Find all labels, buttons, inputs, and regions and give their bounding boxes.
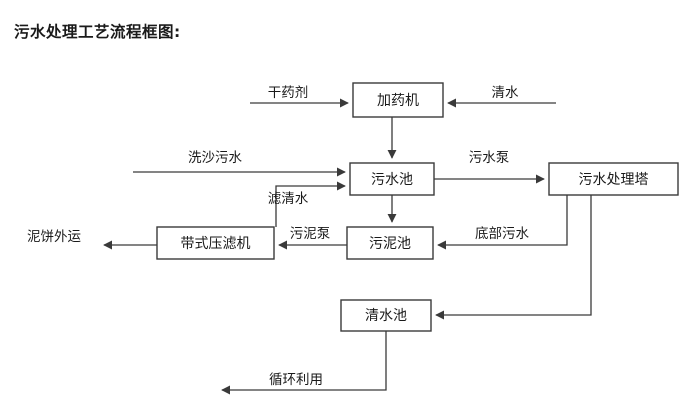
edge-label-recycle-use: 循环利用 bbox=[269, 372, 323, 388]
edge-treatment-tower-to-clear-water-pool bbox=[435, 195, 592, 320]
node-label-dosing-machine: 加药机 bbox=[377, 93, 419, 109]
node-label-wastewater-pool: 污水池 bbox=[371, 172, 413, 188]
page-title: 污水处理工艺流程框图: bbox=[14, 23, 181, 41]
terminal-label-mud-cake-out: 泥饼外运 bbox=[27, 229, 81, 245]
node-label-clear-water-pool: 清水池 bbox=[365, 308, 407, 324]
node-label-treatment-tower: 污水处理塔 bbox=[579, 172, 649, 188]
node-dosing-machine[interactable]: 加药机 bbox=[352, 82, 444, 118]
node-belt-filter-press[interactable]: 带式压滤机 bbox=[156, 226, 275, 260]
node-treatment-tower[interactable]: 污水处理塔 bbox=[548, 162, 679, 196]
edge-label-clean-water: 清水 bbox=[492, 85, 520, 101]
edge-clear-water-pool-to-recycle-use bbox=[221, 331, 387, 395]
edge-filtrate-water-to-wastewater-pool bbox=[275, 181, 346, 227]
node-label-sludge-pool: 污泥池 bbox=[369, 236, 411, 252]
edge-label-bottom-sewage: 底部污水 bbox=[475, 226, 529, 242]
node-wastewater-pool[interactable]: 污水池 bbox=[349, 162, 435, 196]
edge-label-sewage-pump: 污水泵 bbox=[469, 150, 510, 166]
edge-label-sludge-pump: 污泥泵 bbox=[290, 226, 331, 242]
node-label-belt-filter-press: 带式压滤机 bbox=[181, 236, 251, 252]
node-clear-water-pool[interactable]: 清水池 bbox=[340, 299, 432, 332]
edge-label-sand-wash-sewage: 洗沙污水 bbox=[188, 150, 242, 166]
edge-label-dry-chemical: 干药剂 bbox=[268, 85, 309, 101]
edge-label-filtrate-water: 滤清水 bbox=[268, 191, 309, 207]
edge-bottom-sewage-to-sludge-pool bbox=[437, 195, 568, 250]
node-sludge-pool[interactable]: 污泥池 bbox=[346, 226, 434, 260]
